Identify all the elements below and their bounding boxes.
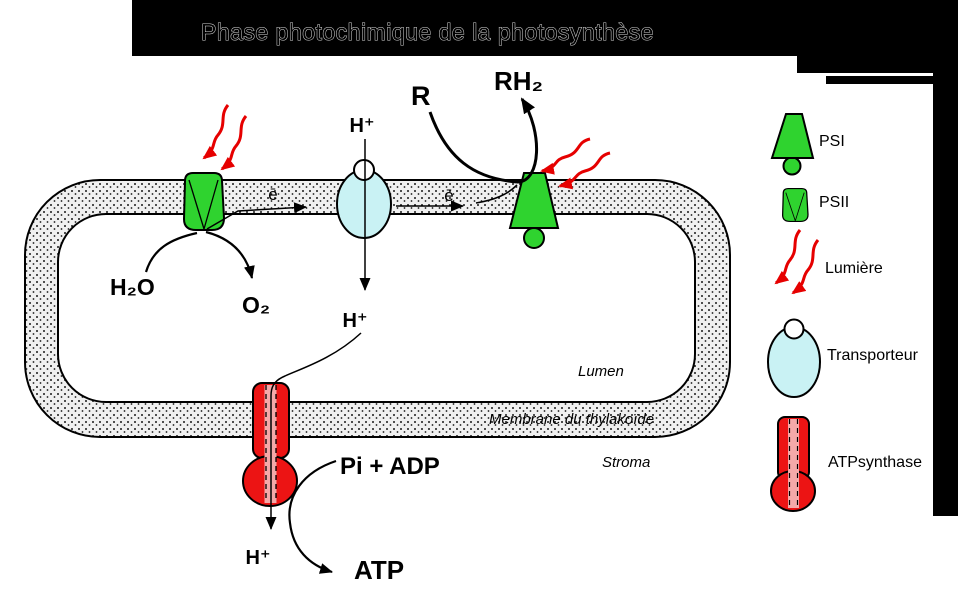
h-plus-lumen-label: H⁺ [343, 310, 368, 332]
light-arrow-psi-1 [540, 137, 591, 175]
right-black-bar [933, 73, 958, 516]
h-plus-stroma-label: H⁺ [246, 547, 271, 569]
transporter-notch [353, 159, 375, 181]
h2o-to-psii-curve [144, 231, 198, 273]
legend-psii-shape [781, 187, 809, 223]
atp-label: ATP [354, 555, 404, 585]
transporter [336, 159, 392, 239]
flow-arrows [144, 97, 539, 574]
lumen-label: Lumen [578, 363, 624, 380]
psii-to-o2-arrow [205, 230, 255, 279]
light-arrow-psii-2 [220, 115, 248, 171]
stroma-label: Stroma [602, 454, 650, 471]
page-title: Phase photochimique de la photosynthèse [201, 19, 654, 45]
legend: PSI PSII Lumière Transporteur ATPsynthas… [767, 113, 922, 512]
electron-arrow-psii-to-transporter [206, 202, 307, 230]
legend-atp-synthase-symbol [770, 416, 816, 512]
psi-shape [508, 172, 560, 249]
molecule-labels: R RH₂ H⁺ H⁺ H⁺ ē ē H₂O O₂ Pi + ADP ATP [110, 66, 543, 585]
h-plus-path-through-atp-synthase [265, 332, 362, 530]
title-bar [132, 0, 797, 56]
slide-background-bars [132, 0, 958, 516]
h2o-label: H₂O [110, 274, 155, 300]
top-right-black-block [797, 0, 958, 73]
electron-label-2: ē [444, 186, 453, 205]
legend-channel-dashed-lines [788, 419, 799, 508]
legend-psi-foot [782, 156, 802, 176]
light-arrows [202, 104, 611, 190]
r-to-rh2-curve [428, 97, 539, 184]
legend-light-symbol [774, 229, 820, 295]
legend-light-arrow-2 [791, 239, 820, 295]
legend-psii-symbol [781, 187, 809, 223]
legend-transporter-notch [783, 318, 805, 340]
r-label: R [411, 81, 431, 111]
channel-dashed-lines [265, 385, 277, 502]
legend-psii-label: PSII [819, 194, 849, 211]
legend-light-arrow-1 [774, 229, 802, 285]
thin-black-bar [826, 76, 933, 84]
membrane-label: Membrane du thylakoïde [489, 411, 654, 428]
psi-foot [523, 227, 545, 249]
o2-label: O₂ [242, 292, 270, 318]
thylakoid-membrane [24, 179, 731, 438]
psii-shape [183, 172, 225, 231]
electron-label-1: ē [268, 185, 277, 204]
rh2-label: RH₂ [494, 66, 543, 96]
pi-adp-label: Pi + ADP [340, 453, 440, 480]
psi-trapezoid [508, 172, 560, 229]
legend-psi-trapezoid [770, 113, 815, 159]
legend-atp-synthase-label: ATPsynthase [828, 454, 922, 471]
legend-psi-symbol [770, 113, 815, 176]
light-arrow-psi-2 [558, 151, 611, 190]
light-arrow-psii-1 [202, 104, 230, 160]
legend-psi-label: PSI [819, 133, 845, 150]
legend-proton-channel [788, 419, 799, 508]
legend-light-label: Lumière [825, 260, 883, 277]
legend-transporter-label: Transporteur [827, 347, 919, 364]
h-plus-top-label: H⁺ [350, 115, 375, 137]
pi-adp-to-atp-arrow [288, 459, 337, 574]
legend-transporter-symbol [767, 318, 821, 398]
electron-curve-into-psi [475, 184, 518, 204]
